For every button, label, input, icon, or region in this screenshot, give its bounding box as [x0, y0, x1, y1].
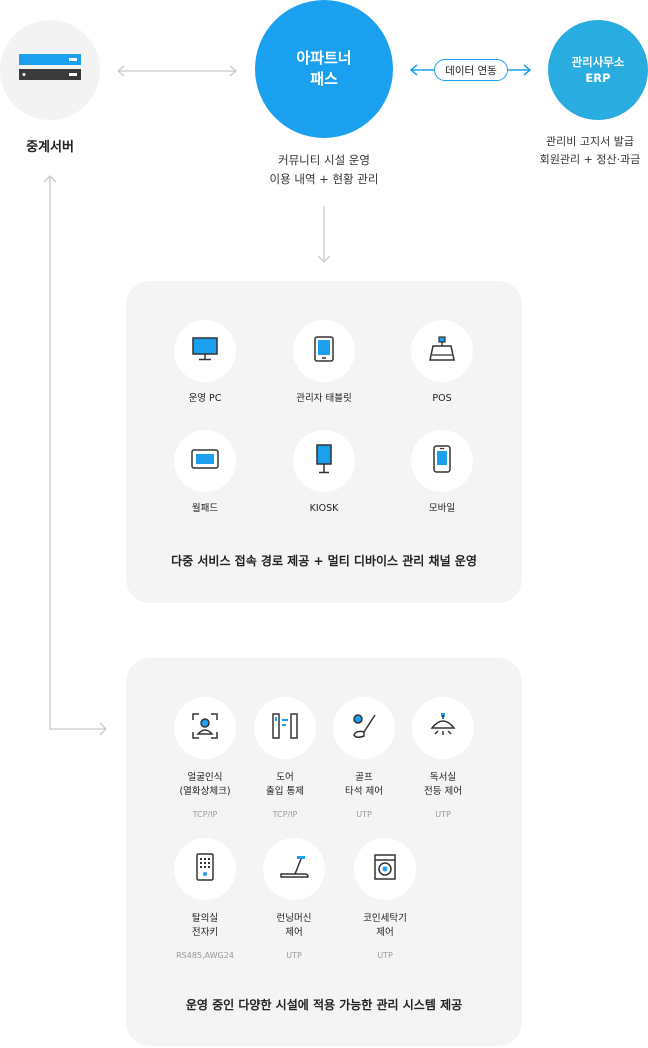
erp-desc-line1: 관리비 고지서 발급	[546, 135, 634, 148]
partner-title-line1: 아파트너	[296, 49, 352, 67]
device-mobile	[411, 430, 473, 492]
facility-label: 코인세탁기 제어	[363, 913, 407, 938]
device-kiosk	[293, 430, 355, 492]
mobile-icon	[433, 445, 451, 477]
facility-face-recognition	[174, 697, 236, 759]
lamp-icon	[429, 712, 457, 744]
facility-protocol: RS485,AWG24	[176, 951, 234, 960]
facility-protocol: TCP/IP	[192, 810, 218, 819]
erp-title-line2: ERP	[585, 71, 611, 85]
partner-erp-arrow	[409, 64, 532, 76]
partner-down-arrow	[317, 206, 331, 263]
facility-label: 런닝머신 제어	[276, 913, 312, 938]
gate-icon	[271, 713, 299, 743]
partner-desc-line1: 커뮤니티 시설 운영	[278, 153, 370, 167]
data-sync-badge: 데이터 연동	[434, 59, 508, 81]
monitor-icon	[192, 337, 218, 365]
facility-protocol: UTP	[356, 810, 372, 819]
device-pos	[411, 320, 473, 382]
facility-treadmill	[263, 838, 325, 900]
partner-desc-line2: 이용 내역 + 현황 관리	[269, 172, 379, 186]
device-pc	[174, 320, 236, 382]
facility-golf	[333, 697, 395, 759]
device-label: 관리자 태블릿	[296, 393, 352, 404]
partner-description: 커뮤니티 시설 운영 이용 내역 + 현황 관리	[224, 151, 424, 189]
facility-label: 탈의실 전자키	[191, 913, 219, 938]
device-tablet	[293, 320, 355, 382]
kiosk-icon	[315, 444, 333, 478]
facilities-panel: 얼굴인식 (열화상체크) TCP/IP 도어 출입 통제 TCP/IP 골프 타…	[126, 658, 522, 1046]
facilities-caption: 운영 중인 다양한 시설에 적용 가능한 관리 시스템 제공	[185, 998, 463, 1012]
server-node	[0, 20, 100, 120]
device-label: 월패드	[191, 503, 219, 514]
treadmill-icon	[279, 854, 309, 884]
facility-protocol: UTP	[377, 951, 393, 960]
device-label: KIOSK	[309, 503, 339, 514]
device-label: 운영 PC	[188, 393, 222, 404]
golf-icon	[350, 712, 378, 744]
facility-coin-laundry	[354, 838, 416, 900]
erp-title-line1: 관리사무소	[571, 55, 625, 69]
partner-pass-node: 아파트너 패스	[255, 0, 393, 138]
erp-description: 관리비 고지서 발급 회원관리 + 정산·과금	[528, 133, 648, 169]
facility-label: 도어 출입 통제	[266, 772, 304, 797]
device-label: POS	[432, 393, 452, 404]
facility-label: 골프 타석 제어	[345, 772, 383, 797]
erp-node: 관리사무소 ERP	[548, 20, 648, 120]
pos-icon	[428, 336, 456, 366]
server-partner-arrow	[116, 65, 238, 77]
facility-locker-room	[174, 838, 236, 900]
facility-protocol: TCP/IP	[272, 810, 298, 819]
devices-panel: 운영 PC 관리자 태블릿 POS 월패드 KIOSK 모바일 다중 서비스 접…	[126, 281, 522, 603]
device-label: 모바일	[428, 503, 456, 514]
facility-protocol: UTP	[435, 810, 451, 819]
facility-door	[254, 697, 316, 759]
erp-desc-line2: 회원관리 + 정산·과금	[539, 153, 641, 166]
server-label: 중계서버	[26, 140, 74, 155]
facility-label: 얼굴인식 (열화상체크)	[179, 772, 231, 797]
facility-label: 독서실 전등 제어	[424, 772, 462, 797]
server-facilities-arrow	[43, 175, 107, 736]
partner-title-line2: 패스	[310, 70, 338, 88]
keypad-icon	[196, 853, 214, 885]
devices-caption: 다중 서비스 접속 경로 제공 + 멀티 디바이스 관리 채널 운영	[171, 554, 477, 568]
facility-protocol: UTP	[286, 951, 302, 960]
facility-reading-room	[412, 697, 474, 759]
washer-icon	[374, 854, 396, 884]
tablet-icon	[314, 336, 334, 366]
face-recognition-icon	[192, 713, 218, 743]
wallpad-icon	[191, 449, 219, 473]
device-wallpad	[174, 430, 236, 492]
server-icon	[19, 54, 81, 86]
